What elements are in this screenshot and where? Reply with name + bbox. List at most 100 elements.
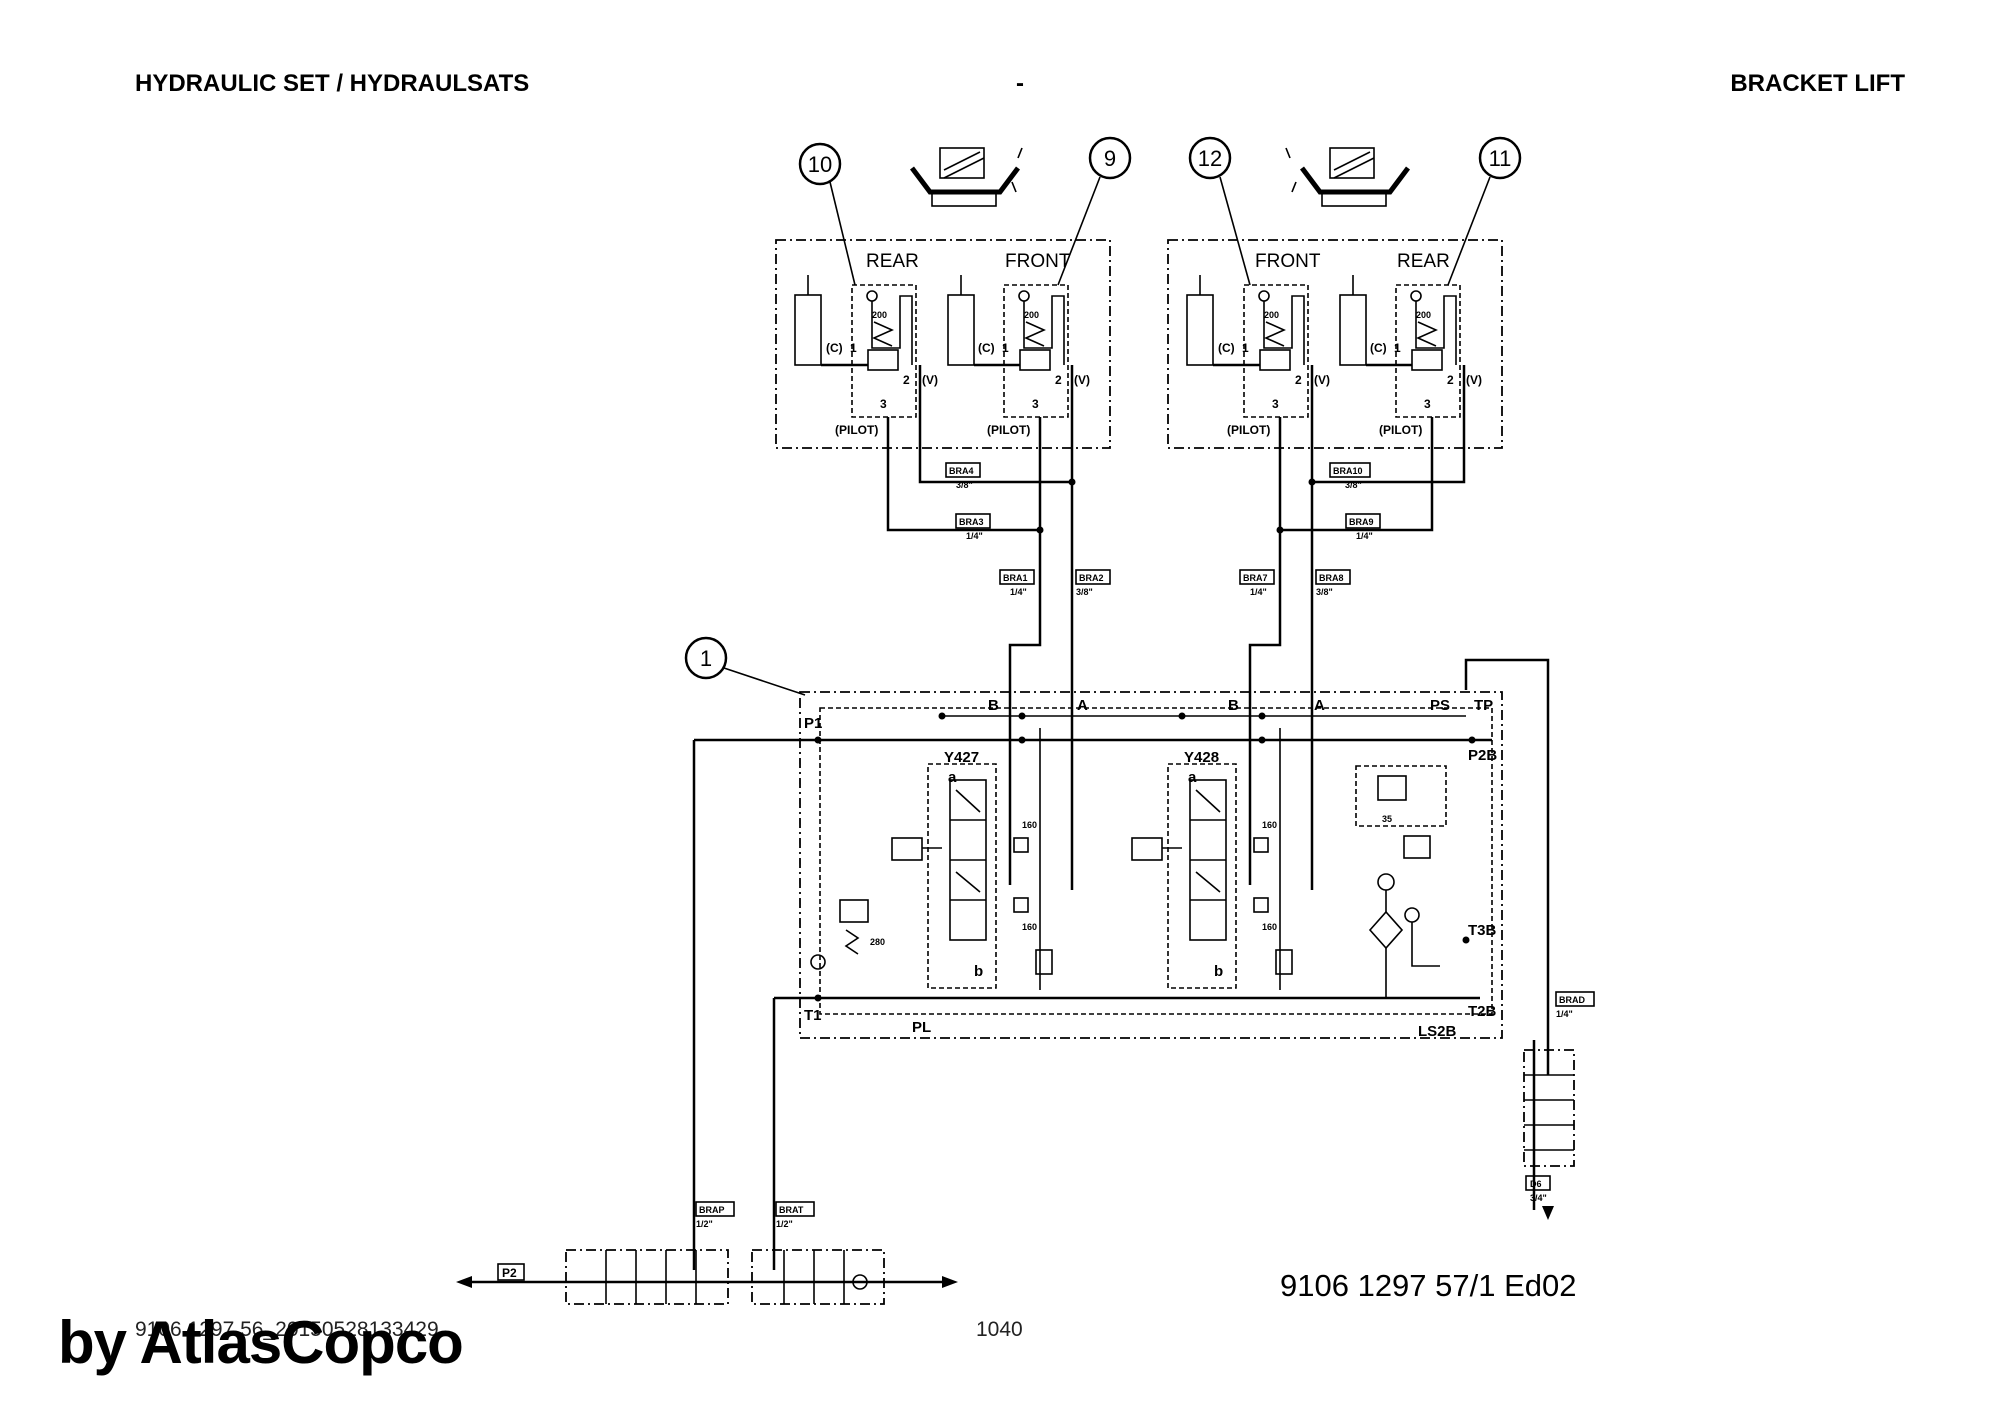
callout-10: 10 (798, 142, 856, 286)
svg-text:PS: PS (1430, 697, 1450, 714)
hose-tag-bra9: BRA9 1/4" (1345, 513, 1381, 541)
hose-tag-brat: BRAT 1/2" (775, 1201, 815, 1229)
footer-document-id: 9106 1297 56_20150528133429 (135, 1318, 439, 1341)
svg-text:BRAT: BRAT (779, 1205, 804, 1215)
arrow-right-outlet (942, 1276, 958, 1288)
hose-tag-bra3: BRA3 1/4" (955, 513, 991, 541)
svg-text:35: 35 (1382, 814, 1392, 824)
svg-text:2: 2 (1055, 373, 1062, 387)
svg-text:(V): (V) (922, 373, 938, 387)
svg-text:3/8": 3/8" (1316, 587, 1333, 597)
label-rear-left: REAR (866, 251, 919, 272)
hose-tag-d6: D6 3/4" (1525, 1175, 1551, 1203)
svg-text:3: 3 (1032, 397, 1039, 411)
svg-text:200: 200 (872, 310, 887, 320)
svg-text:b: b (1214, 963, 1223, 980)
svg-text:1/4": 1/4" (1556, 1009, 1573, 1019)
svg-text:P1: P1 (804, 715, 822, 732)
svg-text:2: 2 (1295, 373, 1302, 387)
svg-text:LS2B: LS2B (1418, 1023, 1457, 1040)
svg-text:(PILOT): (PILOT) (1379, 423, 1422, 437)
hose-tag-bra4: BRA4 3/8" (945, 462, 981, 490)
svg-text:a: a (1188, 769, 1197, 786)
svg-text:1: 1 (850, 341, 857, 355)
svg-text:1: 1 (1242, 341, 1249, 355)
svg-text:BRA1: BRA1 (1003, 573, 1028, 583)
load-holding-block-right: FRONT REAR (C) 200 1 2 (V) 3 (PILOT) (C)… (1167, 239, 1503, 449)
svg-text:(C): (C) (978, 341, 995, 355)
svg-text:(V): (V) (1314, 373, 1330, 387)
drain-manifold (1523, 1049, 1575, 1167)
header-title-center: - (1016, 70, 1024, 97)
hose-lines-upper (886, 365, 1466, 890)
bracket-pictogram-left (910, 147, 1023, 207)
svg-text:(PILOT): (PILOT) (1227, 423, 1270, 437)
svg-text:BRA9: BRA9 (1349, 517, 1374, 527)
svg-text:A: A (1077, 697, 1088, 714)
svg-text:3/8": 3/8" (1076, 587, 1093, 597)
svg-text:200: 200 (1024, 310, 1039, 320)
svg-text:1/4": 1/4" (1356, 531, 1373, 541)
header-title-right: BRACKET LIFT (1730, 70, 1905, 97)
hose-tag-bra7: BRA7 1/4" (1239, 569, 1275, 597)
callout-1: 1 (684, 636, 806, 696)
svg-text:b: b (974, 963, 983, 980)
supply-return-lines (460, 658, 1550, 1284)
svg-text:3: 3 (1272, 397, 1279, 411)
svg-text:BRA4: BRA4 (949, 466, 974, 476)
svg-text:BRAP: BRAP (699, 1205, 725, 1215)
svg-text:a: a (948, 769, 957, 786)
callout-11: 11 (1447, 136, 1522, 286)
svg-text:T3B: T3B (1468, 922, 1497, 939)
svg-text:(C): (C) (1370, 341, 1387, 355)
svg-text:160: 160 (1262, 820, 1277, 830)
svg-text:2: 2 (1447, 373, 1454, 387)
directional-valve-block: B A B A PS TP P1 T1 PL P2B T3B T2B LS2B … (694, 691, 1503, 1040)
svg-text:3/8": 3/8" (956, 480, 973, 490)
svg-text:160: 160 (1262, 922, 1277, 932)
arrow-down-drain (1542, 1206, 1554, 1220)
label-front-right: FRONT (1255, 251, 1321, 272)
svg-text:P2B: P2B (1468, 747, 1497, 764)
svg-text:Y428: Y428 (1184, 749, 1219, 766)
svg-text:BRA8: BRA8 (1319, 573, 1344, 583)
svg-text:BRA3: BRA3 (959, 517, 984, 527)
svg-text:B: B (1228, 697, 1239, 714)
svg-text:Y427: Y427 (944, 749, 979, 766)
svg-text:(C): (C) (1218, 341, 1235, 355)
header-title-left: HYDRAULIC SET / HYDRAULSATS (135, 70, 530, 97)
junction-dots-upper (1036, 478, 1316, 534)
drawing-number: 9106 1297 57/1 Ed02 (1280, 1268, 1577, 1303)
svg-text:BRA10: BRA10 (1333, 466, 1363, 476)
svg-text:BRA7: BRA7 (1243, 573, 1268, 583)
label-front-left: FRONT (1005, 251, 1071, 272)
label-rear-right: REAR (1397, 251, 1450, 272)
hose-tag-bra8: BRA8 3/8" (1315, 569, 1351, 597)
svg-text:2: 2 (903, 373, 910, 387)
svg-text:1/2": 1/2" (776, 1219, 793, 1229)
svg-text:(V): (V) (1466, 373, 1482, 387)
hose-tag-bra2: BRA2 3/8" (1075, 569, 1111, 597)
svg-text:3: 3 (880, 397, 887, 411)
svg-text:1/4": 1/4" (966, 531, 983, 541)
svg-text:TP: TP (1474, 697, 1493, 714)
footer-page-number: 1040 (976, 1318, 1023, 1341)
hose-tag-brap: BRAP 1/2" (695, 1201, 735, 1229)
svg-text:3/4": 3/4" (1530, 1193, 1547, 1203)
svg-text:T2B: T2B (1468, 1003, 1497, 1020)
bottom-manifold-return (751, 1249, 885, 1305)
callout-9: 9 (1057, 136, 1132, 286)
callout-12: 12 (1188, 136, 1251, 286)
arrow-left-inlet (456, 1276, 472, 1288)
callout-11-label: 11 (1489, 146, 1512, 171)
svg-text:BRA2: BRA2 (1079, 573, 1104, 583)
svg-text:A: A (1314, 697, 1325, 714)
svg-text:BRAD: BRAD (1559, 995, 1585, 1005)
svg-text:3/8": 3/8" (1345, 480, 1362, 490)
svg-text:200: 200 (1264, 310, 1279, 320)
svg-text:200: 200 (1416, 310, 1431, 320)
svg-text:160: 160 (1022, 820, 1037, 830)
junction-dots-main (814, 712, 1476, 1002)
svg-text:(V): (V) (1074, 373, 1090, 387)
